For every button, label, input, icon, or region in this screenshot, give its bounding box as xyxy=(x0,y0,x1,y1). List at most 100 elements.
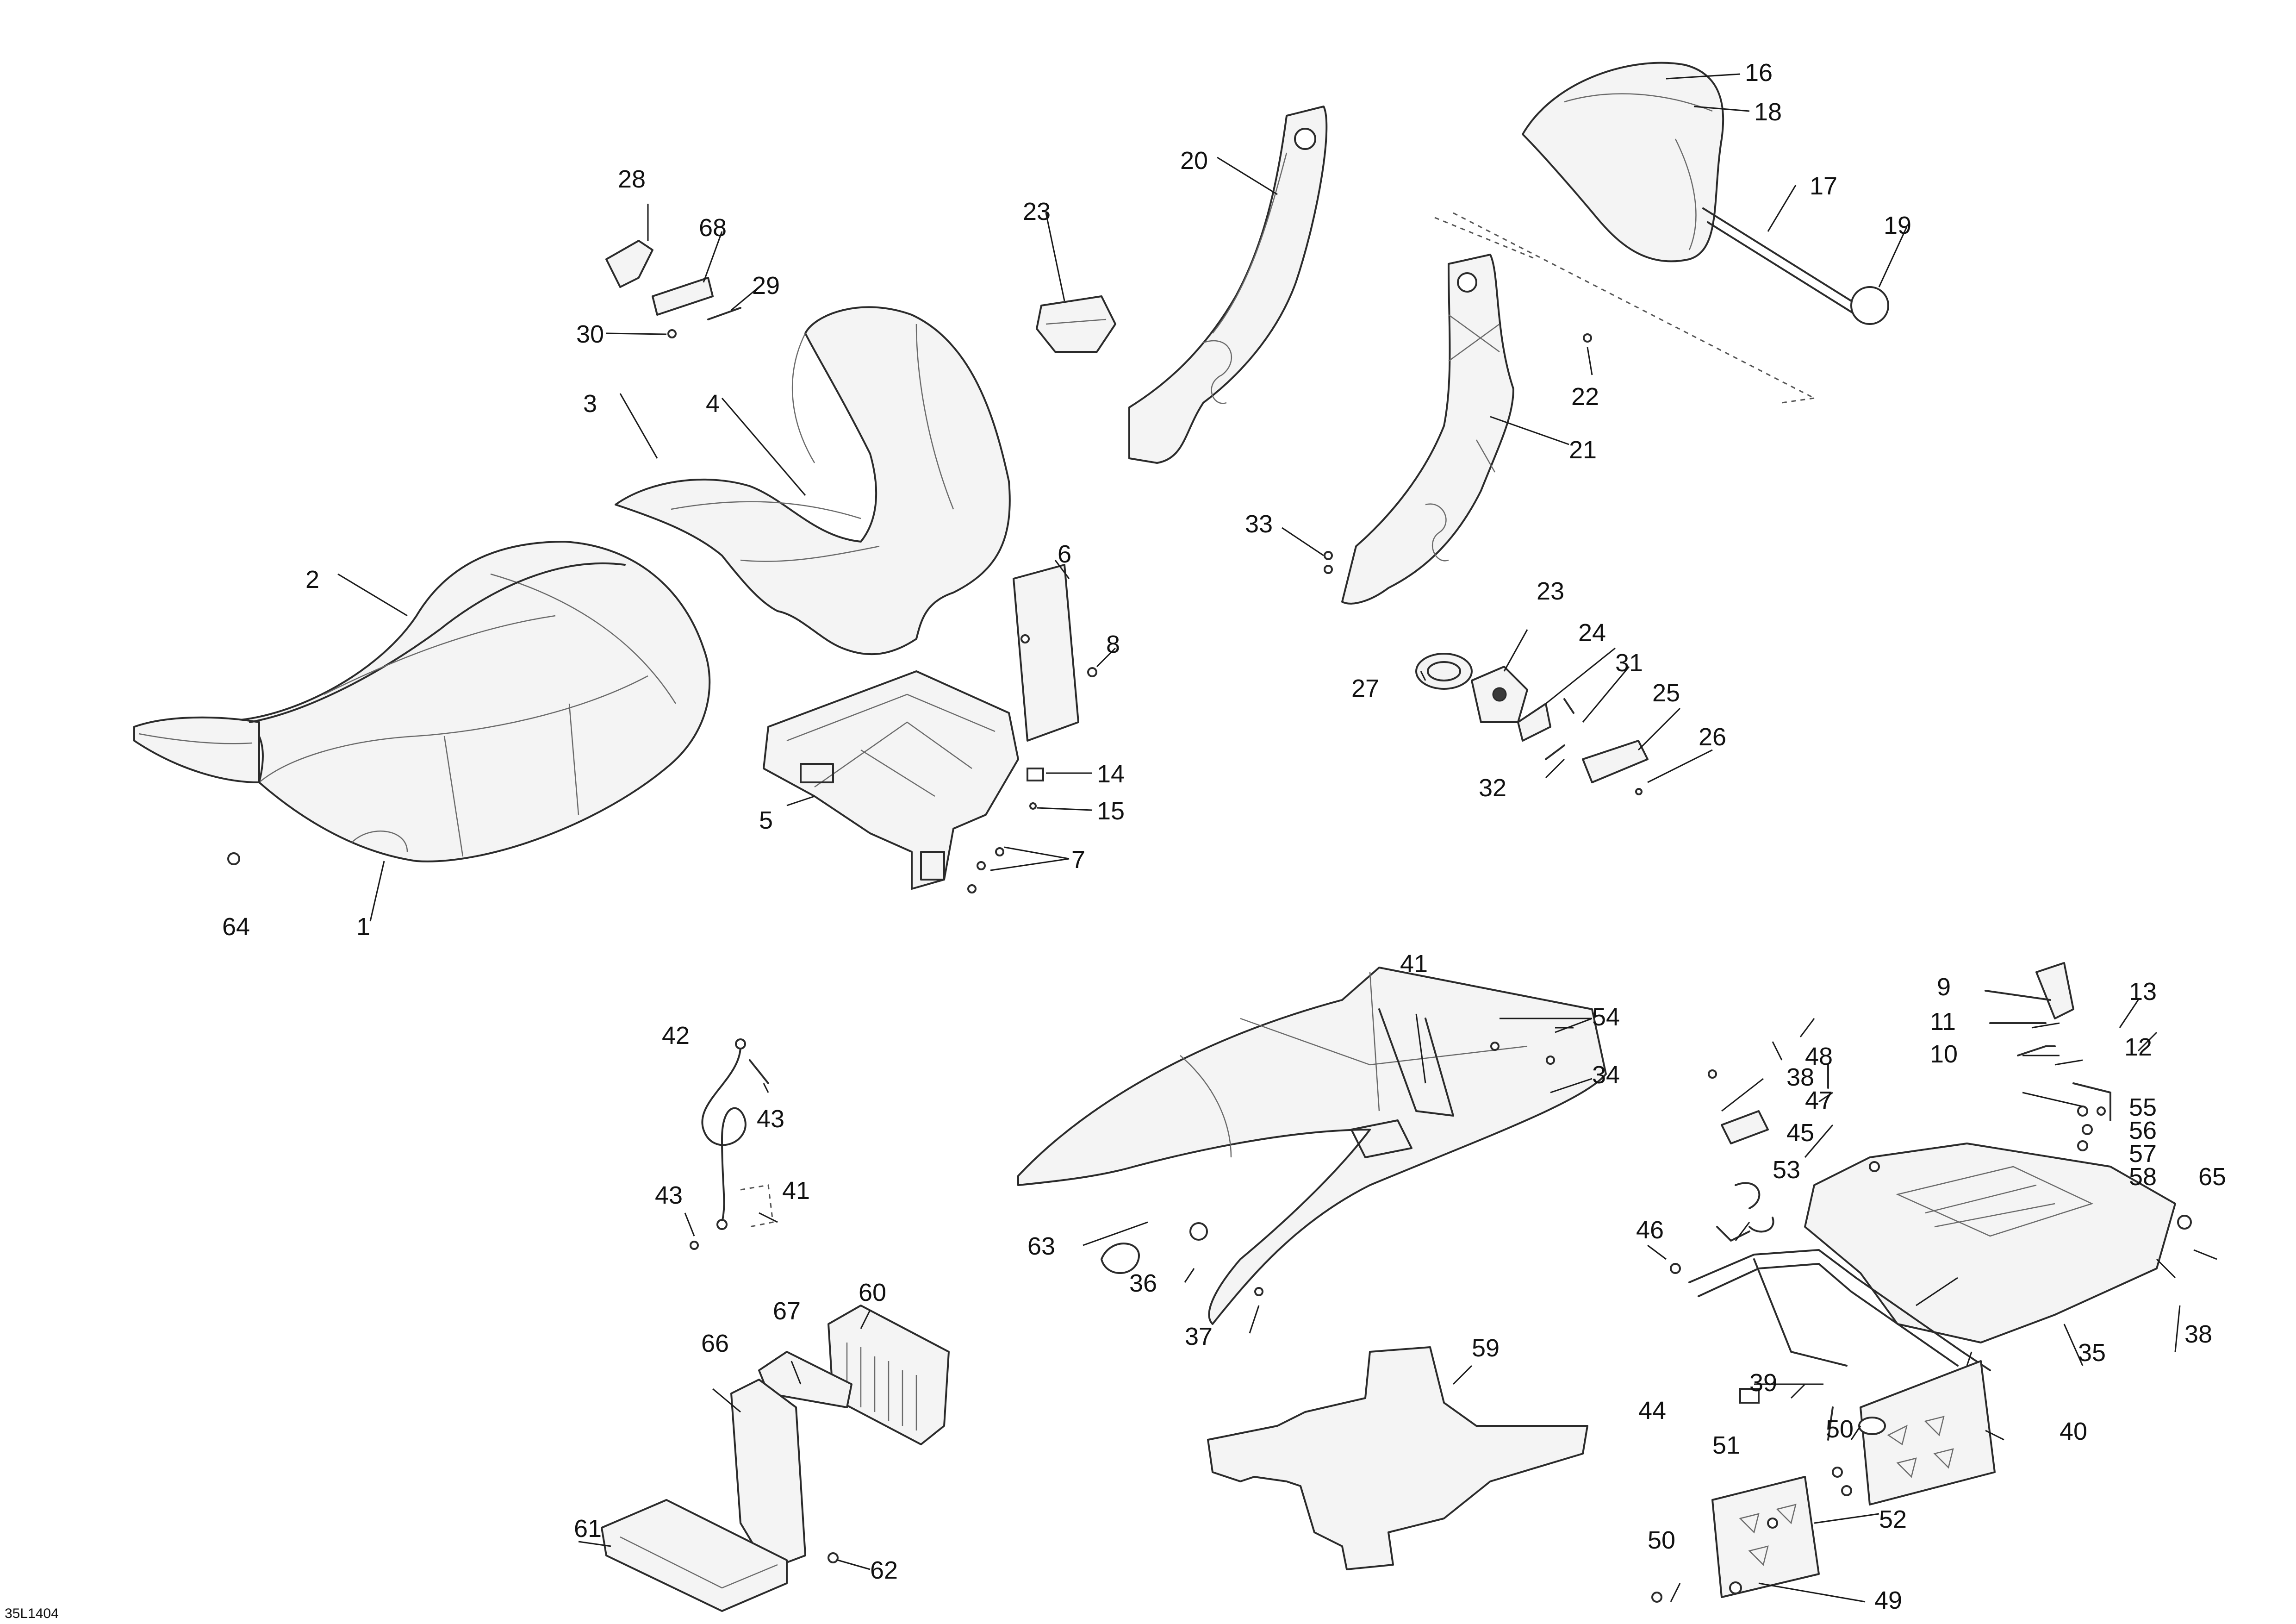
callout-24: 24 xyxy=(1578,619,1606,647)
ring-part-27 xyxy=(1415,653,1473,690)
callout-37: 37 xyxy=(1185,1323,1213,1350)
callout-15: 15 xyxy=(1097,797,1125,825)
callout-43a: 43 xyxy=(757,1105,784,1133)
callout-29: 29 xyxy=(752,272,780,300)
callout-20: 20 xyxy=(1180,147,1208,175)
plate-part-24 xyxy=(1517,703,1551,742)
drawing-id-label: 35L1404 xyxy=(5,1606,59,1621)
seat-base-part xyxy=(133,541,711,862)
callout-38b: 38 xyxy=(2184,1320,2212,1348)
rear-rack-part-35 xyxy=(1804,1143,2192,1343)
callout-55: 55 xyxy=(2129,1093,2157,1121)
hardware-fasteners xyxy=(227,307,1643,893)
pad-part-68 xyxy=(652,277,714,316)
callout-36: 36 xyxy=(1129,1269,1157,1297)
callout-50a: 50 xyxy=(1826,1415,1854,1443)
callout-59: 59 xyxy=(1472,1334,1500,1362)
callout-46: 46 xyxy=(1636,1216,1664,1244)
tray-part-61 xyxy=(601,1499,788,1612)
block-part-25 xyxy=(1582,740,1649,783)
callout-57: 57 xyxy=(2129,1140,2157,1168)
callout-42: 42 xyxy=(662,1022,690,1049)
callout-48: 48 xyxy=(1805,1043,1833,1070)
callout-9: 9 xyxy=(1937,973,1951,1001)
panel-part-6 xyxy=(1013,564,1079,742)
callout-11: 11 xyxy=(1930,1008,1956,1036)
callout-5: 5 xyxy=(759,806,773,834)
callout-18: 18 xyxy=(1754,98,1782,126)
callout-41b: 41 xyxy=(782,1177,810,1205)
callout-2: 2 xyxy=(305,566,319,593)
callout-44: 44 xyxy=(1638,1397,1666,1424)
screw-part-62 xyxy=(828,1552,839,1563)
callout-3: 3 xyxy=(583,390,597,418)
callout-7: 7 xyxy=(1071,846,1085,874)
callout-12: 12 xyxy=(2124,1033,2152,1061)
callout-32: 32 xyxy=(1479,774,1506,802)
backrest-upper-part xyxy=(615,306,1011,656)
callout-66: 66 xyxy=(701,1330,729,1357)
callout-28: 28 xyxy=(618,165,646,193)
callout-26: 26 xyxy=(1699,723,1726,751)
tube-frame-part-39 xyxy=(1688,1249,1991,1371)
callout-35: 35 xyxy=(2078,1339,2106,1367)
callout-58: 58 xyxy=(2129,1163,2157,1191)
callout-23b: 23 xyxy=(1537,577,1564,605)
callout-33: 33 xyxy=(1245,510,1273,538)
callout-60: 60 xyxy=(859,1279,886,1306)
callout-34: 34 xyxy=(1592,1061,1620,1089)
housing-part-66 xyxy=(730,1379,806,1570)
callout-67: 67 xyxy=(773,1297,801,1325)
callout-8: 8 xyxy=(1106,631,1120,658)
callout-23a: 23 xyxy=(1023,198,1051,225)
callout-21: 21 xyxy=(1569,436,1597,464)
callout-38a: 38 xyxy=(1786,1063,1814,1091)
callout-19: 19 xyxy=(1884,212,1911,239)
callout-27: 27 xyxy=(1351,675,1379,702)
callout-54: 54 xyxy=(1592,1003,1620,1031)
callout-64: 64 xyxy=(222,913,250,941)
leader-lines xyxy=(337,73,2217,1603)
callout-6: 6 xyxy=(1058,540,1071,568)
backrest-frame-21 xyxy=(1341,254,1514,605)
callout-39: 39 xyxy=(1749,1369,1777,1397)
callout-17: 17 xyxy=(1810,172,1837,200)
callout-31: 31 xyxy=(1615,649,1643,677)
callout-49: 49 xyxy=(1874,1587,1902,1614)
storage-tub-part-34 xyxy=(1017,967,1607,1325)
misc-hardware xyxy=(690,1042,1555,1296)
callout-47: 47 xyxy=(1805,1087,1833,1114)
plate-part-49 xyxy=(1711,1476,1820,1598)
clip-part-28 xyxy=(605,240,653,288)
callout-45: 45 xyxy=(1786,1119,1814,1147)
callout-61: 61 xyxy=(574,1515,602,1543)
floor-mat-part-59 xyxy=(1207,1346,1588,1570)
seat-cushion-part xyxy=(249,562,626,723)
rack-hardware xyxy=(1651,962,2111,1603)
callout-50b: 50 xyxy=(1648,1526,1675,1554)
callout-10: 10 xyxy=(1930,1040,1958,1068)
callout-62: 62 xyxy=(870,1556,898,1584)
seat-support-bracket-part xyxy=(763,670,1019,890)
callout-1: 1 xyxy=(356,913,370,941)
callout-68: 68 xyxy=(699,214,727,242)
callout-43b: 43 xyxy=(655,1181,683,1209)
callout-30: 30 xyxy=(576,320,604,348)
callout-labels: 1 2 3 4 5 6 7 8 9 10 11 12 13 14 15 16 1… xyxy=(222,59,2226,1614)
callout-22: 22 xyxy=(1571,383,1599,411)
callout-51: 51 xyxy=(1712,1431,1740,1459)
tether-strap-part-42 xyxy=(701,1038,774,1230)
cover-part-60 xyxy=(828,1305,950,1445)
callout-13: 13 xyxy=(2129,978,2157,1006)
assembly-guide-line xyxy=(1434,212,1815,404)
storage-liner-part-41 xyxy=(1378,1008,1454,1117)
plate-part-40 xyxy=(1860,1360,1996,1505)
callout-14: 14 xyxy=(1097,760,1125,788)
backrest-frame-20 xyxy=(1128,106,1328,464)
callout-4: 4 xyxy=(706,390,720,418)
cushion-block-23-lower xyxy=(1471,666,1528,723)
callout-56: 56 xyxy=(2129,1117,2157,1144)
callout-40: 40 xyxy=(2060,1418,2087,1445)
callout-25: 25 xyxy=(1652,679,1680,707)
